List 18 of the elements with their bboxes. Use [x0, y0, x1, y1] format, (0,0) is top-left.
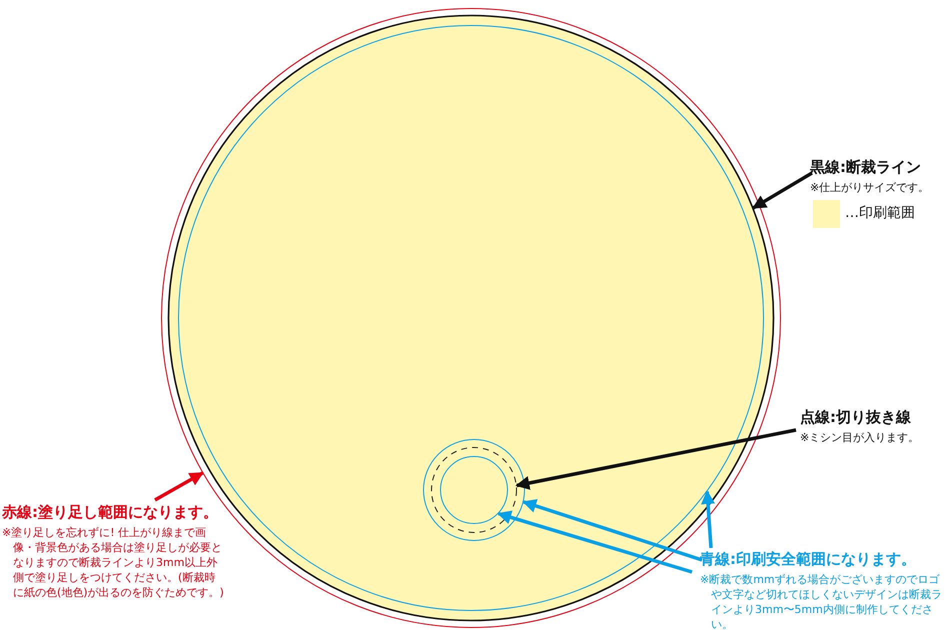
- arrow: [497, 510, 692, 574]
- hole-safe-circle: [440, 456, 508, 524]
- heading: 青線:印刷安全範囲になります。: [700, 550, 917, 569]
- heading: 点線:切り抜き線: [800, 408, 912, 427]
- hole-safe-circle: [423, 439, 525, 541]
- heading: 黒線:断裁ライン: [810, 158, 922, 177]
- arrow: [701, 490, 715, 548]
- note-text: ※仕上がりサイズです。: [810, 180, 930, 195]
- note-text: ※断裁で数mmずれる場合がございますのでロゴや文字など切れてほしくないデザインは断裁ラインより3mm〜5mm内側に制作してください。: [700, 572, 943, 630]
- note-text: ※塗り足しを忘れずに! 仕上がり線まで画像・背景色がある場合は塗り足しが必要となりますので断裁ラインより3mm以上外側で塗り足しをつけてください。(断裁時に紙の色(地色)が出るのを防ぐためです。): [2, 525, 224, 600]
- arrow: [154, 471, 204, 502]
- perforation-circle: [431, 447, 517, 533]
- arrow: [515, 428, 796, 490]
- arrow: [522, 499, 703, 562]
- arrow: [752, 172, 813, 210]
- note-text: ※ミシン目が入ります。: [800, 430, 920, 445]
- heading: 赤線:塗り足し範囲になります。: [2, 503, 219, 522]
- legend-text: …印刷範囲: [845, 204, 915, 222]
